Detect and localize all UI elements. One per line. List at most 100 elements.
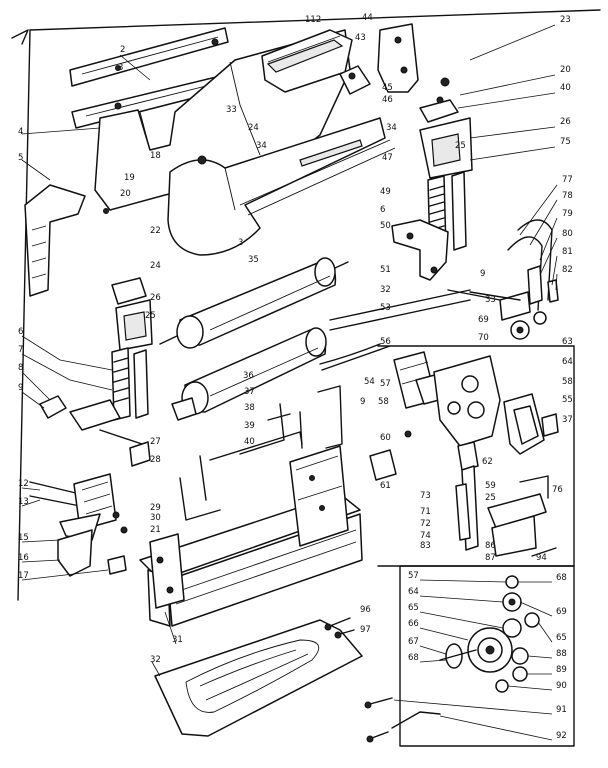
border-left [17, 29, 31, 601]
part-label-96: 96 [360, 605, 371, 615]
part-label-25b: 25 [145, 311, 156, 321]
part-label-65a: 65 [408, 603, 419, 613]
main-curved-housing [167, 117, 396, 256]
part-label-83: 83 [420, 541, 431, 551]
part-label-64b: 64 [408, 587, 419, 597]
part-label-30: 30 [150, 513, 161, 523]
part-label-69: 69 [478, 315, 489, 325]
part-label-16: 16 [18, 553, 29, 563]
part-label-20a: 20 [560, 65, 571, 75]
gearbox-inset [369, 345, 575, 567]
part-label-18: 18 [150, 151, 161, 161]
part-label-40b: 40 [244, 437, 255, 447]
part-label-55: 55 [562, 395, 573, 405]
part-label-66: 66 [408, 619, 419, 629]
part-label-75: 75 [560, 137, 571, 147]
part-label-9c: 9 [360, 397, 365, 407]
part-label-17: 17 [18, 571, 29, 581]
center-bracket [391, 219, 449, 281]
part-label-56a: 56 [380, 337, 391, 347]
part-label-87: 87 [485, 553, 496, 563]
lower-roller [171, 327, 327, 421]
part-label-81: 81 [562, 247, 573, 257]
part-label-9b: 9 [18, 383, 23, 393]
part-label-9a: 9 [480, 269, 485, 279]
top-cover-plate [261, 29, 353, 93]
part-label-74: 74 [420, 531, 431, 541]
part-label-25a: 25 [455, 141, 466, 151]
part-label-72: 72 [420, 519, 431, 529]
part-label-82: 82 [562, 265, 573, 275]
part-label-37a: 37 [244, 387, 255, 397]
wire-guides [239, 385, 343, 455]
part-label-33b: 33 [485, 295, 496, 305]
part-label-50: 50 [380, 221, 391, 231]
part-label-46: 46 [382, 95, 393, 105]
part-label-20b: 20 [120, 189, 131, 199]
part-label-61: 61 [380, 481, 391, 491]
part-label-5: 5 [18, 153, 23, 163]
base-frame [139, 431, 363, 627]
part-label-22: 22 [150, 226, 161, 236]
part-label-29: 29 [150, 503, 161, 513]
part-label-3: 3 [118, 63, 123, 73]
part-label-80: 80 [562, 229, 573, 239]
part-label-3b: 3 [238, 238, 243, 248]
part-label-4: 4 [18, 127, 23, 137]
part-label-64a: 64 [562, 357, 573, 367]
right-pin-parts [447, 219, 559, 340]
part-label-36: 36 [243, 371, 254, 381]
part-label-76: 76 [552, 485, 563, 495]
part-label-19: 19 [124, 173, 135, 183]
part-label-6b: 6 [18, 327, 23, 337]
part-label-58a: 58 [562, 377, 573, 387]
part-label-34a: 34 [386, 123, 397, 133]
part-label-21: 21 [150, 525, 161, 535]
part-label-58b: 58 [378, 397, 389, 407]
part-label-54: 54 [364, 377, 375, 387]
part-label-40: 40 [560, 83, 571, 93]
part-label-28: 28 [150, 455, 161, 465]
part-label-90: 90 [556, 681, 567, 691]
part-label-51: 51 [380, 265, 391, 275]
drive-rods [319, 289, 471, 371]
screws [324, 617, 441, 743]
gear-detail-inset [399, 565, 575, 747]
part-label-67: 67 [408, 637, 419, 647]
part-label-8: 8 [18, 363, 23, 373]
part-label-59: 59 [485, 481, 496, 491]
part-label-86: 86 [485, 541, 496, 551]
base-plate [154, 619, 363, 737]
part-label-35: 35 [248, 255, 259, 265]
upper-roller [159, 257, 349, 349]
part-label-24b: 24 [150, 261, 161, 271]
side-panel [24, 184, 86, 297]
part-label-62: 62 [482, 457, 493, 467]
part-label-26b: 26 [150, 293, 161, 303]
part-label-112: 112 [305, 15, 321, 25]
corner-mark [11, 29, 29, 45]
part-label-39: 39 [244, 421, 255, 431]
part-label-23: 23 [560, 15, 571, 25]
part-label-45: 45 [382, 83, 393, 93]
part-label-38: 38 [244, 403, 255, 413]
part-label-94: 94 [536, 553, 547, 563]
part-label-68a: 68 [556, 573, 567, 583]
right-side-frame [339, 23, 419, 95]
part-label-33: 33 [226, 105, 237, 115]
part-label-97: 97 [360, 625, 371, 635]
part-label-57b: 57 [408, 571, 419, 581]
part-label-70: 70 [478, 333, 489, 343]
part-label-32b: 32 [150, 655, 161, 665]
part-label-57a: 57 [380, 379, 391, 389]
left-spring-column [111, 277, 153, 421]
part-label-15: 15 [18, 533, 29, 543]
part-label-49: 49 [380, 187, 391, 197]
part-label-25c: 25 [485, 493, 496, 503]
part-label-13: 13 [18, 497, 29, 507]
part-label-37b: 37 [562, 415, 573, 425]
part-label-65b: 65 [556, 633, 567, 643]
part-label-24a: 24 [248, 123, 259, 133]
